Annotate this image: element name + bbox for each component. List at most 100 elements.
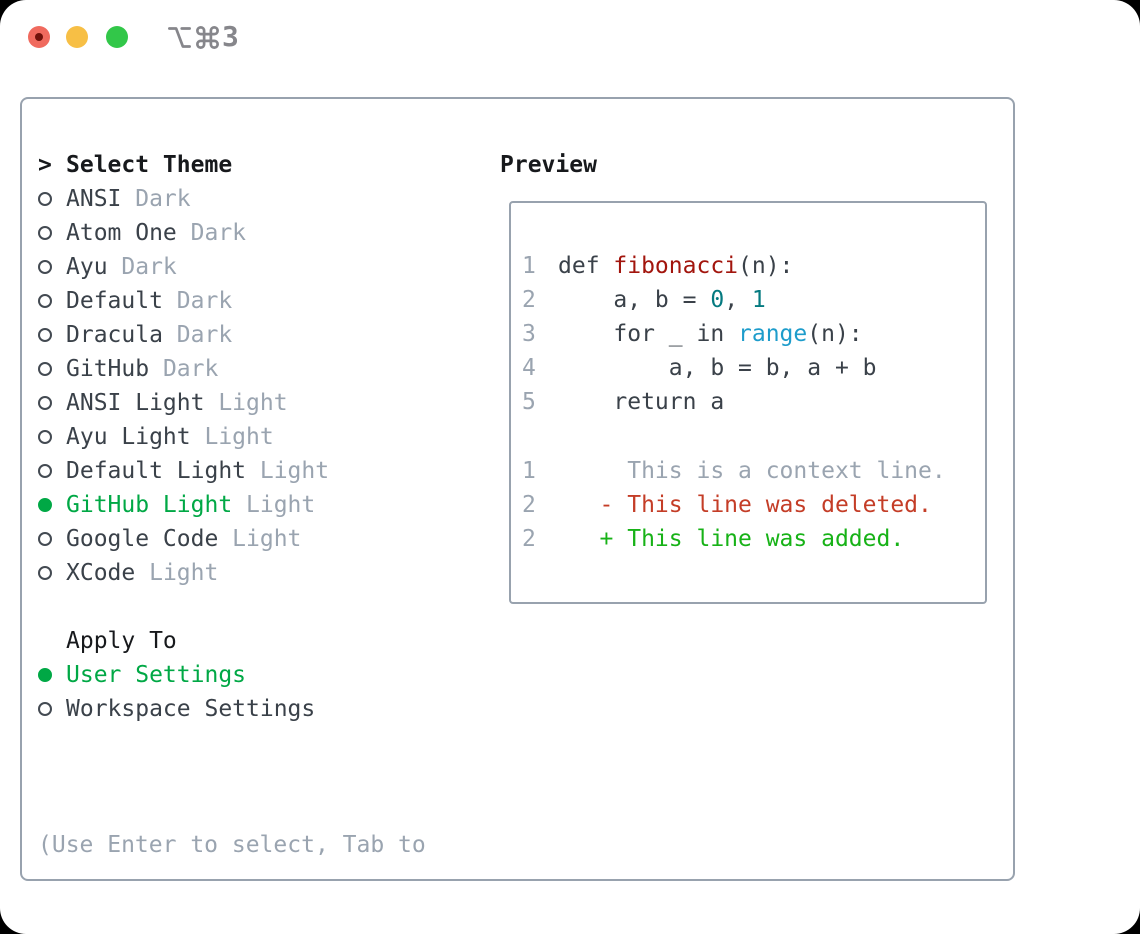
code-segment-added: + This line was added. [558, 526, 905, 552]
radio-unselected-icon [38, 192, 52, 206]
theme-variant: Light [259, 458, 330, 484]
theme-option-default-light[interactable]: Default Light Light [38, 454, 329, 488]
zoom-button[interactable] [106, 26, 128, 48]
apply-to-title: Apply To [66, 628, 177, 654]
theme-variant: Light [246, 492, 316, 518]
theme-name: GitHub Light [66, 492, 233, 518]
radio-selected-icon [38, 498, 52, 512]
apply-option-workspace-settings[interactable]: Workspace Settings [38, 692, 315, 726]
radio-unselected-icon [38, 226, 52, 240]
focus-cursor: > [38, 152, 52, 178]
window-title-shortcut: 3 [166, 20, 239, 54]
theme-option-google-code[interactable]: Google Code Light [38, 522, 329, 556]
diff-preview: 1 This is a context line.2 - This line w… [522, 454, 985, 556]
radio-marker [38, 362, 66, 376]
radio-marker [38, 260, 66, 274]
radio-marker [38, 294, 66, 308]
theme-option-ansi-light[interactable]: ANSI Light Light [38, 386, 329, 420]
theme-option-github-light[interactable]: GitHub Light Light [38, 488, 329, 522]
keyboard-hint-line: change focus) [38, 930, 426, 934]
theme-variant: Dark [176, 322, 233, 348]
code-line: 2 a, b = 0, 1 [522, 283, 985, 317]
keyboard-hint-line: (Use Enter to select, Tab to [38, 832, 426, 858]
theme-name: ANSI Light [66, 390, 205, 416]
theme-variant: Light [218, 390, 288, 416]
radio-marker [38, 532, 66, 546]
theme-name: Dracula [66, 322, 163, 348]
radio-marker [38, 498, 66, 512]
radio-marker [38, 430, 66, 444]
theme-option-atom-one[interactable]: Atom One Dark [38, 216, 329, 250]
theme-name: GitHub [66, 356, 150, 382]
line-number: 5 [522, 389, 536, 415]
theme-option-ayu-light[interactable]: Ayu Light Light [38, 420, 329, 454]
radio-unselected-icon [38, 464, 52, 478]
close-button[interactable] [28, 26, 50, 48]
code-segment-function: fibonacci [613, 253, 739, 279]
titlebar: 3 [0, 0, 1140, 74]
theme-option-xcode[interactable]: XCode Light [38, 556, 329, 590]
diff-line: 1 This is a context line. [522, 454, 985, 488]
radio-marker [38, 464, 66, 478]
line-number: 3 [522, 321, 536, 347]
theme-name: Atom One [66, 220, 177, 246]
minimize-button[interactable] [66, 26, 88, 48]
theme-variant: Light [204, 424, 274, 450]
theme-name: ANSI [66, 186, 122, 212]
code-line: 1 def fibonacci(n): [522, 249, 985, 283]
radio-unselected-icon [38, 430, 52, 444]
theme-variant: Dark [135, 186, 191, 212]
theme-name: Ayu [66, 254, 108, 280]
theme-option-ansi[interactable]: ANSI Dark [38, 182, 329, 216]
line-number: 2 [522, 526, 536, 552]
line-number: 1 [522, 253, 536, 279]
code-segment-number: 0 [710, 287, 725, 313]
code-line: 3 for _ in range(n): [522, 317, 985, 351]
theme-list-header-row: > Select Theme [38, 148, 329, 182]
theme-name: Google Code [66, 526, 219, 552]
line-number: 1 [522, 458, 536, 484]
radio-unselected-icon [38, 532, 52, 546]
theme-variant: Light [232, 526, 302, 552]
code-segment-context: This is a context line. [558, 458, 946, 484]
code-segment-code: return a [558, 389, 725, 415]
diff-line: 2 + This line was added. [522, 522, 985, 556]
theme-variant: Dark [190, 220, 247, 246]
radio-marker [38, 192, 66, 206]
theme-list-title: Select Theme [66, 152, 233, 178]
theme-variant: Light [149, 560, 219, 586]
radio-unselected-icon [38, 396, 52, 410]
theme-name: Default Light [66, 458, 247, 484]
radio-marker [38, 396, 66, 410]
preview-title: Preview [500, 152, 597, 178]
code-segment-code: (n): [738, 253, 794, 279]
theme-option-dracula[interactable]: Dracula Dark [38, 318, 329, 352]
radio-unselected-icon [38, 260, 52, 274]
theme-name: XCode [66, 560, 136, 586]
radio-marker [38, 328, 66, 342]
radio-unselected-icon [38, 328, 52, 342]
apply-option-user-settings[interactable]: User Settings [38, 658, 315, 692]
code-segment-builtin: range [738, 321, 808, 347]
theme-name: Ayu Light [66, 424, 191, 450]
line-number: 4 [522, 355, 536, 381]
code-segment-code: def [558, 253, 614, 279]
theme-variant: Dark [176, 288, 233, 314]
keyboard-hint: (Use Enter to select, Tab to change focu… [38, 760, 426, 934]
code-segment-code: for _ in [558, 321, 739, 347]
preview-gap [522, 419, 985, 454]
radio-marker [38, 566, 66, 580]
diff-line: 2 - This line was deleted. [522, 488, 985, 522]
code-segment-number: 1 [751, 287, 766, 313]
code-line: 5 return a [522, 385, 985, 419]
apply-option-label: Workspace Settings [66, 696, 316, 722]
code-segment-deleted: - This line was deleted. [558, 492, 932, 518]
